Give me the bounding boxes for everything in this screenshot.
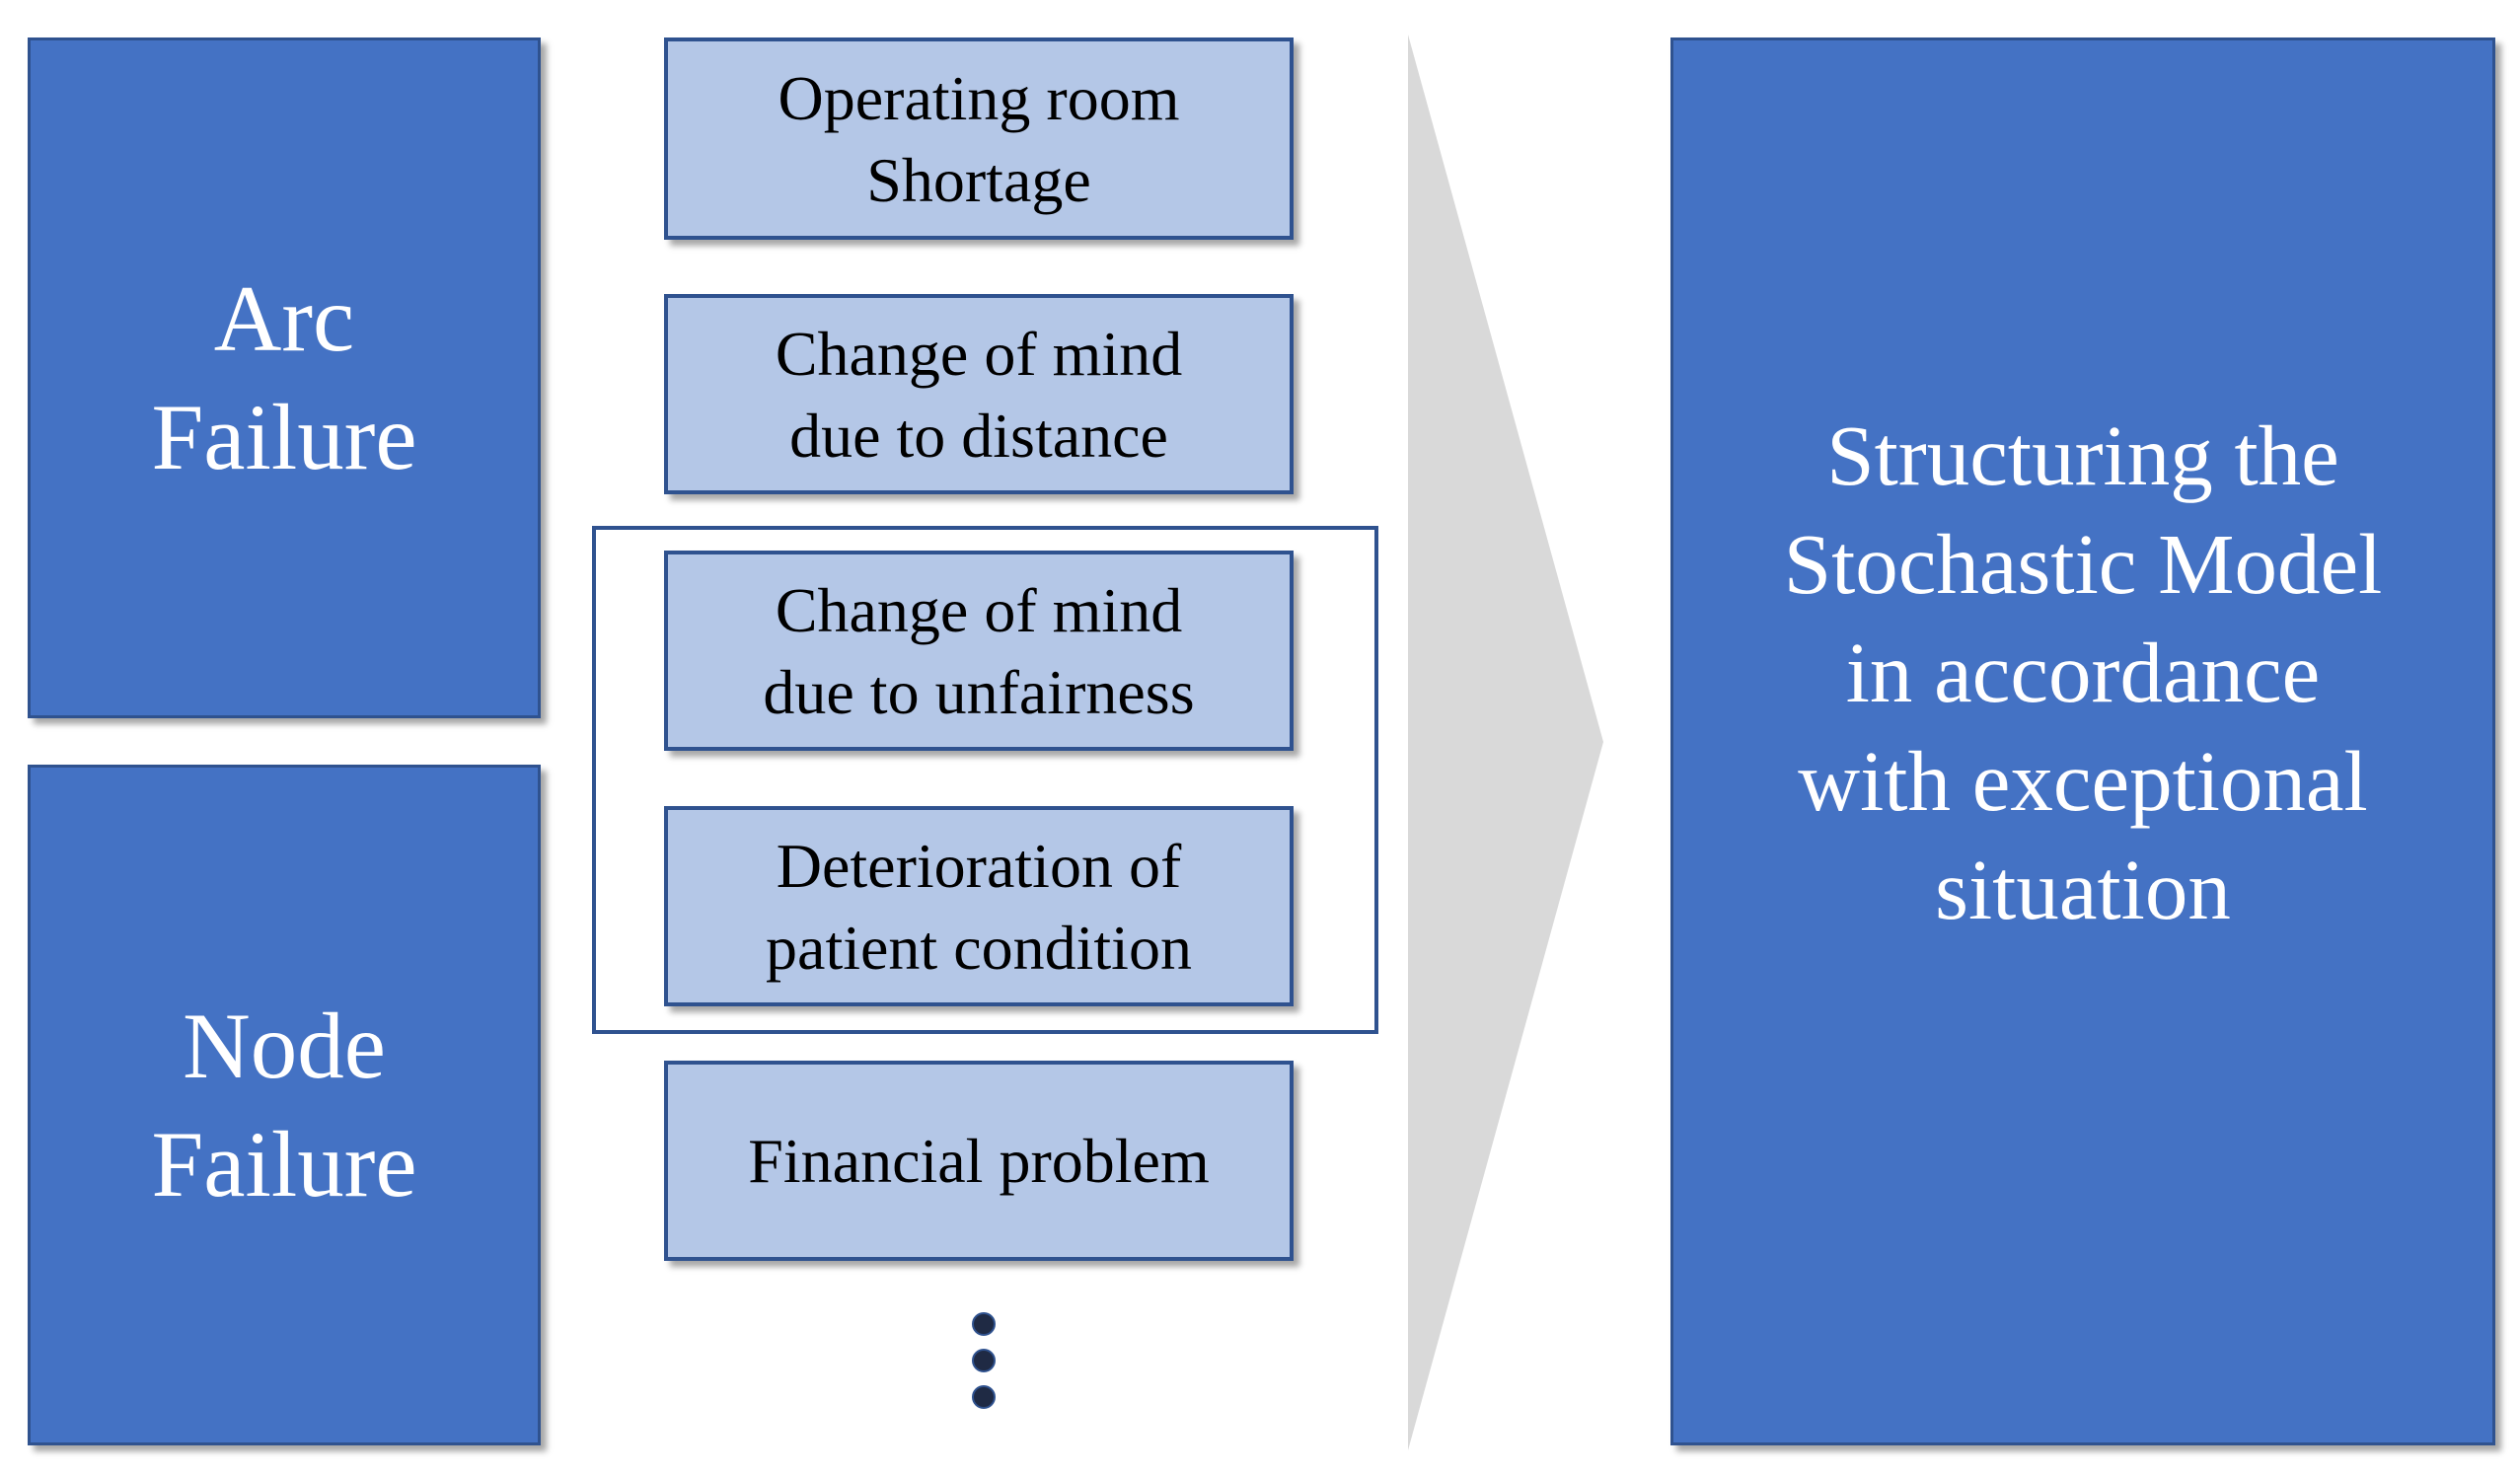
vertical-ellipsis-icon [969, 1312, 999, 1411]
ellipsis-dot [972, 1312, 996, 1336]
stochastic-model-label: Structuring the Stochastic Model in acco… [1783, 406, 2383, 937]
change-of-mind-unfairness-item: Change of mind due to unfairness [664, 551, 1294, 751]
arc-failure-block: Arc Failure [28, 37, 541, 718]
node-failure-label: Node Failure [151, 994, 417, 1217]
chevron-arrow-icon [1408, 35, 1603, 1450]
item-label: Financial problem [748, 1126, 1210, 1196]
operating-room-shortage-item: Operating room Shortage [664, 37, 1294, 240]
arrow-shape [1408, 35, 1603, 1450]
item-label: Change of mind due to distance [775, 318, 1183, 471]
financial-problem-item: Financial problem [664, 1061, 1294, 1261]
stochastic-model-block: Structuring the Stochastic Model in acco… [1670, 37, 2495, 1445]
item-label: Deterioration of patient condition [766, 830, 1192, 983]
node-failure-block: Node Failure [28, 765, 541, 1445]
arc-failure-label: Arc Failure [151, 266, 417, 489]
node-failure-grouping-frame [592, 526, 1378, 1034]
item-label: Change of mind due to unfairness [763, 574, 1195, 727]
ellipsis-dot [972, 1349, 996, 1372]
patient-deterioration-item: Deterioration of patient condition [664, 806, 1294, 1006]
item-label: Operating room Shortage [778, 62, 1180, 215]
change-of-mind-distance-item: Change of mind due to distance [664, 294, 1294, 494]
ellipsis-dot [972, 1385, 996, 1409]
